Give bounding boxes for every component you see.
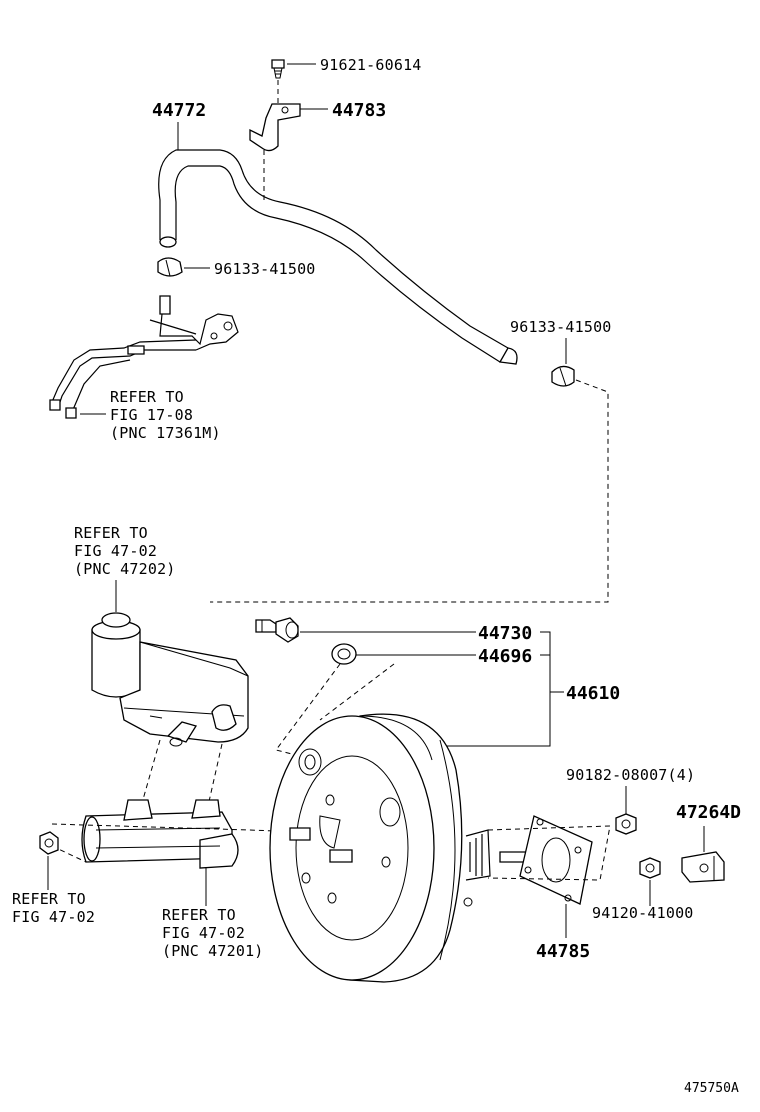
cyl-plane-dash-2 xyxy=(51,845,87,863)
label-clevis: 47264D xyxy=(676,802,741,823)
vacuum-hose-44772 xyxy=(158,149,518,365)
res-to-cyl-dash-2 xyxy=(207,743,223,807)
bracket-44783 xyxy=(249,103,301,152)
label-pipe-refer-1: REFER TO xyxy=(110,388,184,406)
bracket-leader-44610 xyxy=(446,631,551,747)
clamp-right xyxy=(551,365,575,387)
nut-90182 xyxy=(615,813,637,835)
bolt-top xyxy=(271,59,285,79)
label-grommet: 44696 xyxy=(478,646,532,667)
label-gasket: 44785 xyxy=(536,941,590,962)
vacuum-pipe-assembly xyxy=(49,295,239,419)
res-to-cyl-dash-1 xyxy=(139,739,161,811)
label-pipe-refer-2: FIG 17-08 xyxy=(110,406,193,424)
label-clamp-right: 96133-41500 xyxy=(510,318,612,336)
master-cylinder xyxy=(81,799,239,869)
nut-94120 xyxy=(639,857,661,879)
label-nut-left-refer-2: FIG 47-02 xyxy=(12,908,95,926)
label-hose: 44772 xyxy=(152,100,206,121)
grommet-to-booster-dash xyxy=(319,663,395,721)
clamp-left xyxy=(157,257,183,277)
figure-id: 475750A xyxy=(684,1081,739,1096)
label-nut-4: 90182-08007(4) xyxy=(566,766,695,784)
label-nut-left-refer-1: REFER TO xyxy=(12,890,86,908)
brake-booster-44610 xyxy=(269,713,527,983)
label-cyl-refer-3: (PNC 47201) xyxy=(162,942,264,960)
label-res-refer-1: REFER TO xyxy=(74,524,148,542)
label-res-refer-2: FIG 47-02 xyxy=(74,542,157,560)
reservoir-master-cylinder xyxy=(91,612,249,747)
label-pipe-refer-3: (PNC 17361M) xyxy=(110,424,221,442)
cyl-plane-dash xyxy=(51,823,301,833)
nut-left xyxy=(39,831,59,855)
label-cyl-refer-2: FIG 47-02 xyxy=(162,924,245,942)
label-bracket: 44783 xyxy=(332,100,386,121)
label-cyl-refer-1: REFER TO xyxy=(162,906,236,924)
gasket-44785 xyxy=(519,815,593,905)
routing-dash xyxy=(210,379,609,603)
label-nut-lock: 94120-41000 xyxy=(592,904,694,922)
label-clamp-left: 96133-41500 xyxy=(214,260,316,278)
label-bolt-top: 91621-60614 xyxy=(320,56,422,74)
label-check-valve: 44730 xyxy=(478,623,532,644)
clevis-47264D xyxy=(681,851,725,883)
grommet-44696 xyxy=(331,643,357,665)
label-res-refer-3: (PNC 47202) xyxy=(74,560,176,578)
check-valve-44730 xyxy=(255,617,299,643)
label-booster: 44610 xyxy=(566,683,620,704)
